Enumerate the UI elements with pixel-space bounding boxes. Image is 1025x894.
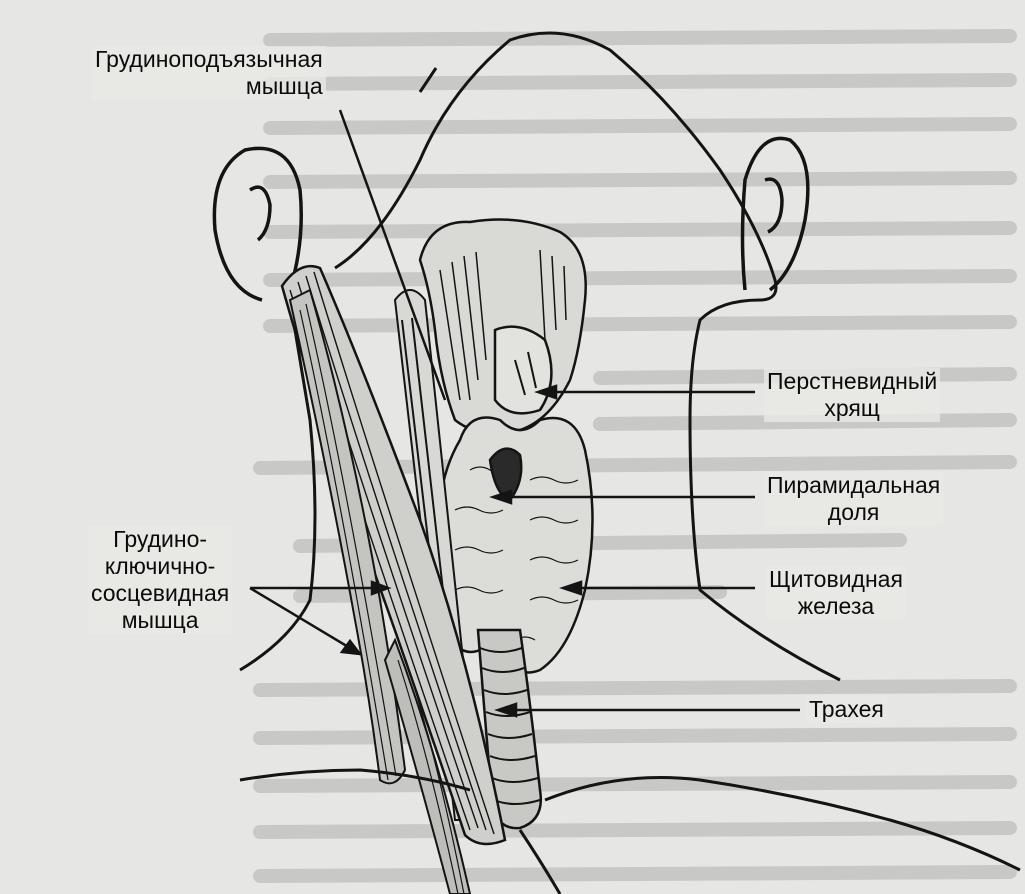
label-pyramidal-lobe: Пирамидальная доля	[764, 472, 943, 526]
label-scm-line3: сосцевидная	[91, 580, 229, 607]
label-cricoid-line2: хрящ	[767, 395, 937, 422]
label-scm-line2: ключично-	[91, 553, 229, 580]
label-sternohyoid-muscle: Грудиноподъязычная мышца	[92, 46, 326, 100]
right-ear	[743, 138, 808, 290]
label-pyramidal-line1: Пирамидальная	[767, 472, 940, 499]
label-sternohyoid-line1: Грудиноподъязычная	[95, 46, 323, 73]
label-cricoid-line1: Перстневидный	[767, 368, 937, 395]
label-thyroid-line2: железа	[769, 593, 903, 620]
label-sternohyoid-line2: мышца	[95, 73, 323, 100]
label-pyramidal-line2: доля	[767, 499, 940, 526]
label-thyroid-line1: Щитовидная	[769, 566, 903, 593]
larynx	[420, 220, 586, 434]
label-scm-line1: Грудино-	[91, 526, 229, 553]
label-trachea-text: Трахея	[809, 696, 884, 723]
arrow-scm-2	[342, 641, 360, 654]
label-scm-line4: мышца	[91, 607, 229, 634]
label-cricoid-cartilage: Перстневидный хрящ	[764, 368, 940, 422]
label-trachea: Трахея	[806, 696, 887, 723]
label-thyroid-gland: Щитовидная железа	[766, 566, 906, 620]
label-sternocleidomastoid-muscle: Грудино- ключично- сосцевидная мышца	[88, 526, 232, 634]
